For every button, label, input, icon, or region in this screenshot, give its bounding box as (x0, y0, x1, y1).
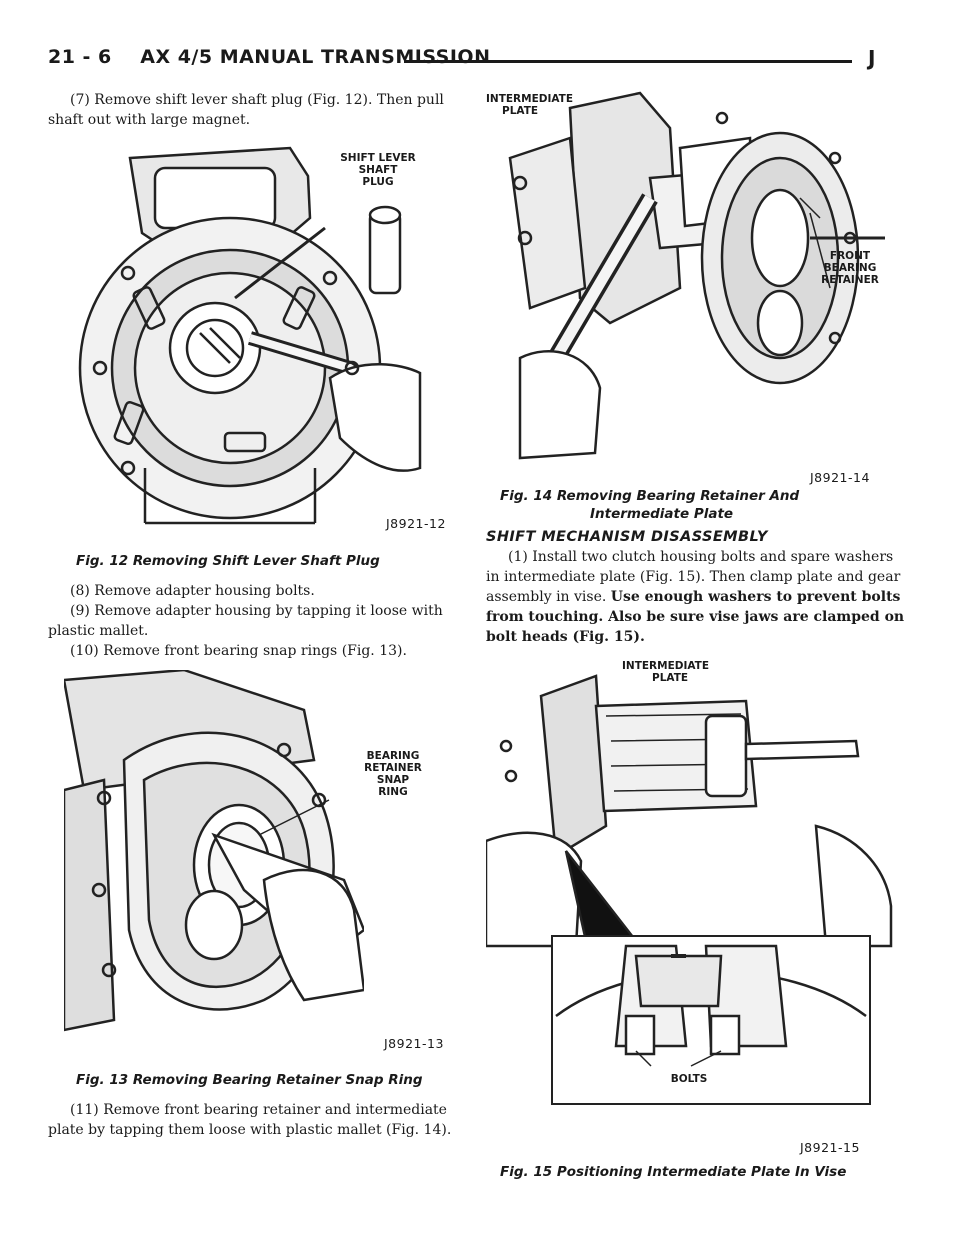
fig13-caption: Fig. 13 Removing Bearing Retainer Snap R… (76, 1072, 423, 1088)
fig13-callout-line2: RETAINER (364, 762, 422, 774)
fig14-callout-top: INTERMEDIATE PLATE (486, 93, 576, 117)
fig15-caption: Fig. 15 Positioning Intermediate Plate I… (500, 1164, 847, 1180)
fig14-callout-top-line2: PLATE (502, 105, 539, 117)
shift-step-1-text: (1) Install two clutch housing bolts and… (486, 547, 908, 647)
step-8-text: (8) Remove adapter housing bolts. (70, 583, 315, 599)
step-7-text: (7) Remove shift lever shaft plug (Fig. … (48, 92, 444, 128)
fig12-callout: SHIFT LEVER SHAFT PLUG (328, 152, 428, 188)
fig14-caption-line2: Intermediate Plate (590, 506, 734, 522)
fig13-callout: BEARING RETAINER SNAP RING (358, 750, 428, 798)
fig12-callout-line2: SHAFT (358, 164, 398, 176)
fig14-id: J8921-14 (810, 470, 870, 485)
step-11-text: (11) Remove front bearing retainer and i… (48, 1102, 452, 1138)
fig14-callout-right-line1: FRONT (829, 250, 871, 262)
shift-step-1-bold: Use enough washers to prevent bolts from… (486, 589, 905, 645)
fig15-callout-top-line1: INTERMEDIATE (622, 660, 710, 672)
fig12-id: J8921-12 (386, 516, 446, 531)
fig14-caption-line1: Fig. 14 Removing Bearing Retainer And (500, 488, 800, 504)
fig12-caption: Fig. 12 Removing Shift Lever Shaft Plug (76, 553, 380, 569)
fig14-callout-right: FRONT BEARING RETAINER (820, 250, 880, 286)
page-header-title: 21 - 6 AX 4/5 MANUAL TRANSMISSION (48, 46, 491, 68)
fig13-callout-line4: RING (378, 786, 408, 798)
fig14-callout-right-line2: BEARING (823, 262, 877, 274)
figure-12-illustration (60, 138, 460, 536)
page-header-letter: J (868, 46, 876, 70)
fig15-callout-top-line2: PLATE (652, 672, 689, 684)
fig12-callout-line3: PLUG (362, 176, 394, 188)
figure-13-illustration (64, 670, 364, 1050)
step-10-text: (10) Remove front bearing snap rings (Fi… (70, 643, 407, 659)
step-9-text: (9) Remove adapter housing by tapping it… (48, 603, 443, 639)
figure-14-illustration (490, 88, 890, 468)
fig13-callout-line3: SNAP (376, 774, 410, 786)
figure-15-illustration (486, 656, 896, 1111)
fig14-caption: Fig. 14 Removing Bearing Retainer And In… (500, 487, 880, 523)
fig15-callout-bolts: BOLTS (670, 1073, 708, 1085)
fig14-callout-right-line3: RETAINER (821, 274, 879, 286)
fig13-callout-line1: BEARING (366, 750, 420, 762)
fig12-callout-line1: SHIFT LEVER (340, 152, 416, 164)
fig14-callout-top-line1: INTERMEDIATE (486, 93, 574, 105)
fig15-id: J8921-15 (800, 1140, 860, 1155)
shift-step-1-normal: (1) Install two clutch housing bolts and… (486, 549, 901, 605)
section-title: SHIFT MECHANISM DISASSEMBLY (486, 529, 768, 545)
header-rule (404, 60, 852, 63)
fig15-callout-top: INTERMEDIATE PLATE (622, 660, 722, 684)
fig13-id: J8921-13 (384, 1036, 444, 1051)
